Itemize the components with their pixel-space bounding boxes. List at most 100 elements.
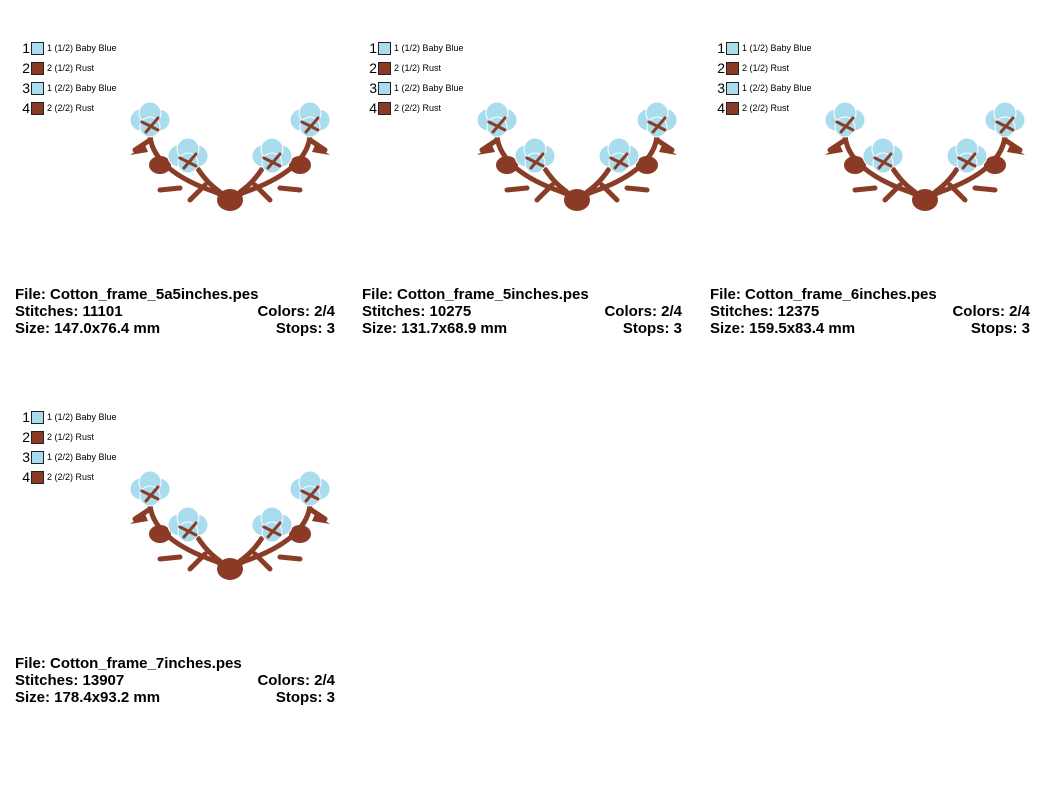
color-number: 1 <box>369 40 377 56</box>
stitches-row: Stitches: 10275 Colors: 2/4 <box>362 303 682 320</box>
color-label: 2 (2/2) Rust <box>394 103 442 113</box>
color-swatch <box>31 81 44 95</box>
color-row: 4 2 (2/2) Rust <box>20 467 117 487</box>
color-label: 1 (1/2) Baby Blue <box>47 412 117 422</box>
color-row: 1 1 (1/2) Baby Blue <box>20 38 117 58</box>
color-row: 2 2 (1/2) Rust <box>367 58 464 78</box>
color-label: 2 (1/2) Rust <box>47 432 95 442</box>
file-row: File: Cotton_frame_5inches.pes <box>362 286 682 303</box>
color-row: 1 1 (1/2) Baby Blue <box>20 407 117 427</box>
color-row: 2 2 (1/2) Rust <box>20 58 117 78</box>
color-swatch <box>726 61 739 75</box>
cotton-embroidery-preview <box>120 100 340 220</box>
color-label: 2 (1/2) Rust <box>47 63 95 73</box>
color-label: 1 (2/2) Baby Blue <box>47 83 117 93</box>
color-swatch <box>31 41 44 55</box>
color-label: 1 (2/2) Baby Blue <box>394 83 464 93</box>
file-row: File: Cotton_frame_5a5inches.pes <box>15 286 335 303</box>
color-row: 3 1 (2/2) Baby Blue <box>20 447 117 467</box>
file-name: File: Cotton_frame_7inches.pes <box>15 655 242 672</box>
color-swatch <box>726 101 739 115</box>
file-name: File: Cotton_frame_5inches.pes <box>362 286 589 303</box>
design-info: File: Cotton_frame_7inches.pes Stitches:… <box>15 655 335 706</box>
color-label: 1 (1/2) Baby Blue <box>47 43 117 53</box>
color-number: 3 <box>717 80 725 96</box>
file-row: File: Cotton_frame_7inches.pes <box>15 655 335 672</box>
color-number: 2 <box>22 60 30 76</box>
design-info: File: Cotton_frame_5inches.pes Stitches:… <box>362 286 682 337</box>
stitches-row: Stitches: 13907 Colors: 2/4 <box>15 672 335 689</box>
color-row: 1 1 (1/2) Baby Blue <box>715 38 811 58</box>
color-count: Colors: 2/4 <box>257 303 335 320</box>
color-label: 1 (2/2) Baby Blue <box>47 452 117 462</box>
color-swatch <box>726 81 739 95</box>
color-label: 2 (1/2) Rust <box>742 63 790 73</box>
color-number: 1 <box>717 40 725 56</box>
color-count: Colors: 2/4 <box>952 303 1030 320</box>
color-number: 2 <box>369 60 377 76</box>
color-label: 2 (2/2) Rust <box>47 472 95 482</box>
file-name: File: Cotton_frame_6inches.pes <box>710 286 937 303</box>
color-label: 2 (1/2) Rust <box>394 63 442 73</box>
size-row: Size: 178.4x93.2 mm Stops: 3 <box>15 689 335 706</box>
design-card-1: 1 1 (1/2) Baby Blue 2 2 (1/2) Rust 3 1 (… <box>15 10 345 350</box>
design-info: File: Cotton_frame_5a5inches.pes Stitche… <box>15 286 335 337</box>
color-number: 1 <box>22 40 30 56</box>
color-swatch <box>726 41 739 55</box>
color-row: 3 1 (2/2) Baby Blue <box>367 78 464 98</box>
design-size: Size: 178.4x93.2 mm <box>15 689 161 706</box>
design-card-2: 1 1 (1/2) Baby Blue 2 2 (1/2) Rust 3 1 (… <box>362 10 692 350</box>
color-list: 1 1 (1/2) Baby Blue 2 2 (1/2) Rust 3 1 (… <box>20 38 117 118</box>
size-row: Size: 159.5x83.4 mm Stops: 3 <box>710 320 1030 337</box>
size-row: Size: 131.7x68.9 mm Stops: 3 <box>362 320 682 337</box>
stop-count: Stops: 3 <box>970 320 1030 337</box>
color-number: 4 <box>369 100 377 116</box>
color-swatch <box>31 101 44 115</box>
color-swatch <box>31 410 44 424</box>
color-label: 2 (2/2) Rust <box>742 103 790 113</box>
color-row: 2 2 (1/2) Rust <box>715 58 812 78</box>
design-card-4: 1 1 (1/2) Baby Blue 2 2 (1/2) Rust 3 1 (… <box>15 379 345 719</box>
color-swatch <box>378 61 391 75</box>
color-label: 1 (1/2) Baby Blue <box>394 43 464 53</box>
color-list: 1 1 (1/2) Baby Blue 2 2 (1/2) Rust 3 1 (… <box>367 38 464 118</box>
color-row: 3 1 (2/2) Baby Blue <box>20 78 117 98</box>
file-name: File: Cotton_frame_5a5inches.pes <box>15 286 259 303</box>
color-number: 4 <box>22 100 30 116</box>
color-label: 2 (2/2) Rust <box>47 103 95 113</box>
design-info: File: Cotton_frame_6inches.pes Stitches:… <box>710 286 1030 337</box>
file-row: File: Cotton_frame_6inches.pes <box>710 286 1030 303</box>
color-number: 1 <box>22 409 30 425</box>
color-number: 3 <box>22 80 30 96</box>
cotton-embroidery-preview <box>120 469 340 589</box>
color-number: 3 <box>369 80 377 96</box>
color-swatch <box>31 430 44 444</box>
color-row: 1 1 (1/2) Baby Blue <box>367 38 464 58</box>
color-number: 4 <box>717 100 725 116</box>
stitch-count: Stitches: 12375 <box>710 303 820 320</box>
color-row: 2 2 (1/2) Rust <box>20 427 117 447</box>
stitches-row: Stitches: 12375 Colors: 2/4 <box>710 303 1030 320</box>
color-swatch <box>31 61 44 75</box>
color-row: 4 2 (2/2) Rust <box>20 98 117 118</box>
color-swatch <box>31 450 44 464</box>
color-list: 1 1 (1/2) Baby Blue 2 2 (1/2) Rust 3 1 (… <box>715 38 812 118</box>
color-number: 3 <box>22 449 30 465</box>
stitch-count: Stitches: 10275 <box>362 303 472 320</box>
color-list: 1 1 (1/2) Baby Blue 2 2 (1/2) Rust 3 1 (… <box>20 407 117 487</box>
color-number: 2 <box>22 429 30 445</box>
color-count: Colors: 2/4 <box>257 672 335 689</box>
cotton-embroidery-preview <box>467 100 687 220</box>
design-size: Size: 147.0x76.4 mm <box>15 320 161 337</box>
stop-count: Stops: 3 <box>275 689 335 706</box>
cotton-embroidery-preview <box>815 100 1035 220</box>
stitch-count: Stitches: 13907 <box>15 672 125 689</box>
design-size: Size: 131.7x68.9 mm <box>362 320 508 337</box>
color-number: 2 <box>717 60 725 76</box>
stop-count: Stops: 3 <box>622 320 682 337</box>
color-swatch <box>378 81 391 95</box>
color-row: 4 2 (2/2) Rust <box>715 98 812 118</box>
stitch-count: Stitches: 11101 <box>15 303 123 320</box>
stop-count: Stops: 3 <box>275 320 335 337</box>
stitches-row: Stitches: 11101 Colors: 2/4 <box>15 303 335 320</box>
